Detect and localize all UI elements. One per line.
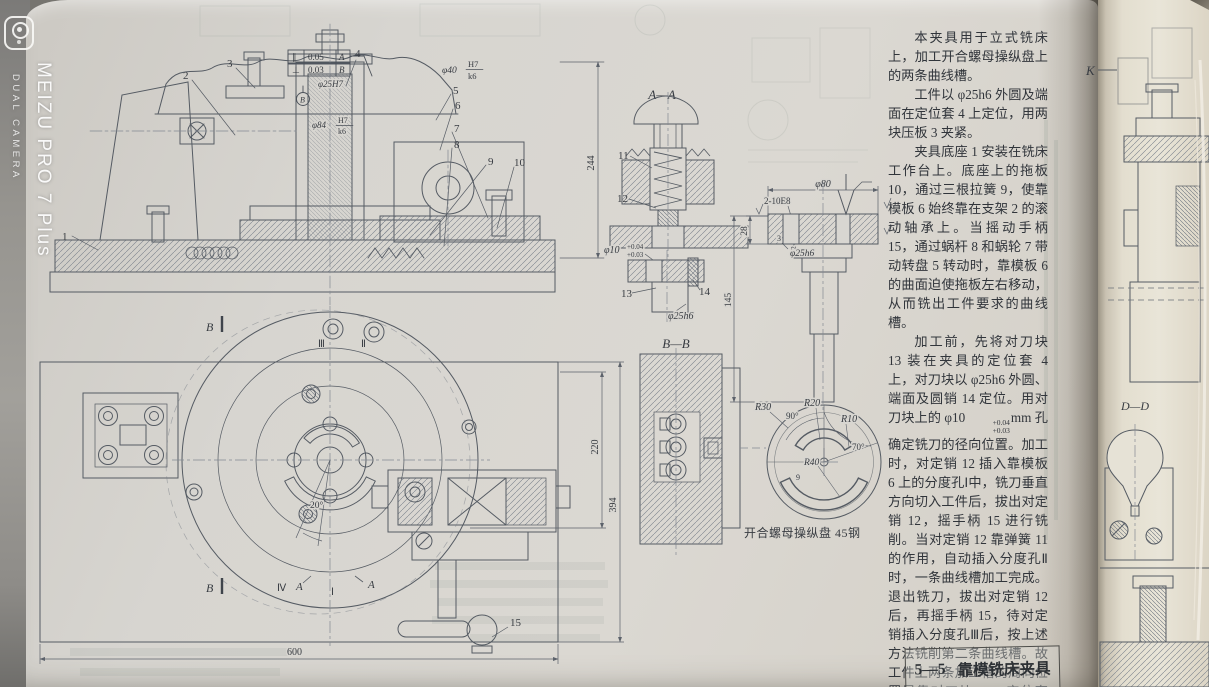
paragraph-2-text: 工件以 φ25h6 外圆及端面在定位套 4 上定位，用两块压板 3 夹紧。 xyxy=(888,87,1048,140)
paragraph-3-text: 夹具底座 1 安装在铣床工作台上。底座上的拖板 10，通过三根拉簧 9，使靠模板… xyxy=(888,144,1048,330)
paragraph-4-text-a: 加工前，先将对刀块 13 装在夹具的定位套 4 上，对刀块以 φ25h6 外圆、… xyxy=(888,334,1048,425)
figure-title: 靠模铣床夹具 xyxy=(957,660,1051,680)
watermark-sub: DUAL CAMERA xyxy=(10,74,21,181)
paragraph-1-text: 本夹具用于立式铣床上，加工开合螺母操纵盘上的两条曲线槽。 xyxy=(888,30,1048,83)
tolerance-upper: +0.04 xyxy=(992,418,1010,428)
figure-number: 5—5 xyxy=(914,660,946,679)
paragraph-1: 本夹具用于立式铣床上，加工开合螺母操纵盘上的两条曲线槽。 xyxy=(888,28,1048,85)
paragraph-3: 夹具底座 1 安装在铣床工作台上。底座上的拖板 10，通过三根拉簧 9，使靠模板… xyxy=(888,142,1048,332)
paragraph-4-text-b: mm 孔确定铣刀的径向位置。加工时，对定销 12 插入靠模板 6 上的分度孔Ⅰ中… xyxy=(888,410,1048,687)
book-gutter-shadow xyxy=(1038,0,1098,687)
tolerance-lower: +0.03 xyxy=(992,426,1010,436)
paragraph-2: 工件以 φ25h6 外圆及端面在定位套 4 上定位，用两块压板 3 夹紧。 xyxy=(888,85,1048,142)
paragraph-4: 加工前，先将对刀块 13 装在夹具的定位套 4 上，对刀块以 φ25h6 外圆、… xyxy=(888,332,1048,687)
figure-caption-box: 5—5 靠模铣床夹具 xyxy=(904,645,1061,687)
right-book-page xyxy=(1098,0,1209,687)
photo-corner xyxy=(1190,0,1209,10)
article-text-column: 本夹具用于立式铣床上，加工开合螺母操纵盘上的两条曲线槽。 工件以 φ25h6 外… xyxy=(888,28,1048,687)
camera-lens-ring-icon xyxy=(12,22,29,39)
watermark-brand: MEIZU PRO 7 Plus xyxy=(33,62,54,258)
camera-logo-icon xyxy=(4,16,34,50)
camera-second-lens-icon xyxy=(17,40,21,44)
camera-lens-dot-icon xyxy=(17,27,22,32)
dia10-tolerance-stack: +0.04+0.03 xyxy=(966,419,1010,434)
photo-left-background xyxy=(0,0,30,687)
